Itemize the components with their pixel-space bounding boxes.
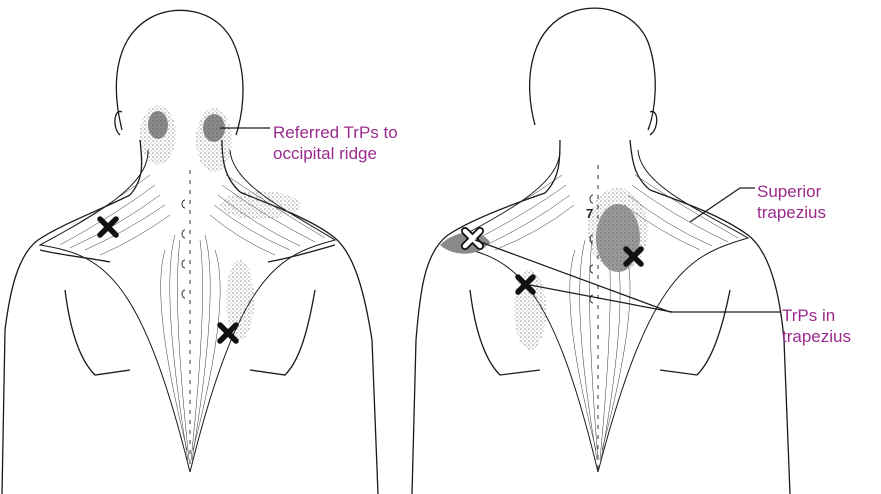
label-superior-line2: trapezius: [757, 202, 826, 223]
arm-right: [660, 290, 730, 375]
neck-left: [130, 140, 142, 195]
trigger-point-x-right-white: [465, 231, 480, 246]
label-referred-trps: Referred TrPs to occipital ridge: [273, 122, 398, 164]
label-superior-line1: Superior: [757, 181, 826, 202]
label-trps-line1: TrPs in: [782, 305, 851, 326]
label-superior-trapezius: Superior trapezius: [757, 181, 826, 223]
neck-right: [630, 140, 650, 190]
shoulder-inner-right: [268, 245, 335, 262]
left-spine: [182, 170, 190, 470]
leader-trps-2: [530, 285, 672, 312]
label-referred-line2: occipital ridge: [273, 143, 398, 164]
label-referred-line1: Referred TrPs to: [273, 122, 398, 143]
trapezius-outline: [445, 150, 748, 472]
body-outline-right: [240, 192, 378, 494]
trigger-point-x-left-1: [100, 219, 116, 235]
label-trps-in-trapezius: TrPs in trapezius: [782, 305, 851, 347]
label-trps-line2: trapezius: [782, 326, 851, 347]
ear-right: [650, 111, 657, 135]
arm-right: [250, 290, 315, 375]
head-outline: [530, 8, 656, 130]
body-outline: [2, 195, 130, 494]
left-trapezius-fibers: [50, 175, 325, 460]
leader-superior: [690, 188, 755, 222]
shoulder-inner-left: [40, 250, 110, 262]
arm-left: [65, 290, 130, 375]
referred-pain-areas-right: [440, 188, 648, 350]
